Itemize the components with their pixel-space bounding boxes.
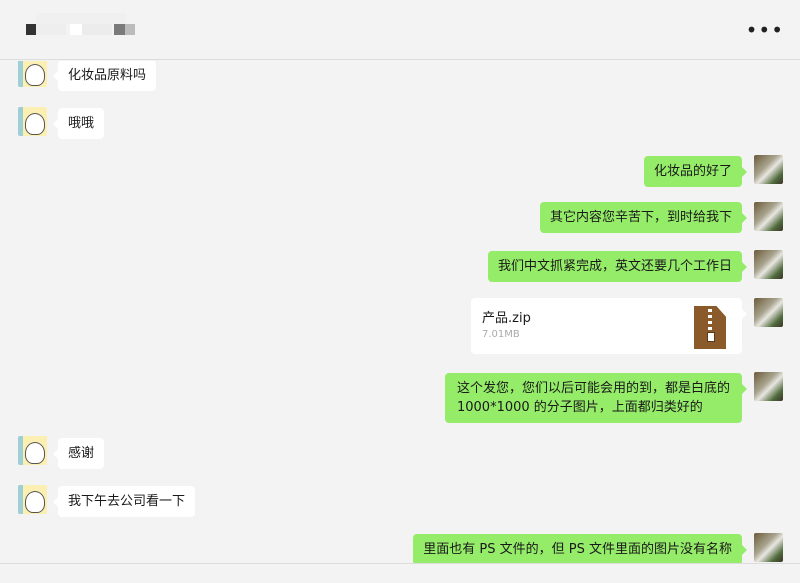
my-avatar[interactable] bbox=[754, 202, 783, 231]
contact-avatar[interactable] bbox=[18, 485, 47, 514]
message-bubble: 这个发您，您们以后可能会用的到，都是白底的 1000*1000 的分子图片，上面… bbox=[444, 373, 748, 423]
file-size: 7.01MB bbox=[482, 329, 520, 340]
message-bubble: 化妆品原料吗 bbox=[52, 61, 157, 91]
more-options-icon[interactable]: ••• bbox=[745, 18, 784, 42]
input-area[interactable] bbox=[0, 563, 800, 583]
my-avatar[interactable] bbox=[754, 372, 783, 401]
message-bubble: 感谢 bbox=[52, 438, 105, 469]
message-bubble: 我们中文抓紧完成，英文还要几个工作日 bbox=[487, 251, 748, 282]
message-bubble: 我下午去公司看一下 bbox=[52, 486, 196, 517]
message-list[interactable]: 化妆品原料吗 哦哦 化妆品的好了 其它内容您辛苦下，到时给我下 我们中文抓紧完成… bbox=[0, 61, 800, 563]
contact-avatar[interactable] bbox=[18, 107, 47, 136]
my-avatar[interactable] bbox=[754, 250, 783, 279]
message-bubble: 哦哦 bbox=[52, 108, 105, 139]
file-name: 产品.zip bbox=[482, 311, 531, 326]
message-bubble: 化妆品的好了 bbox=[643, 156, 748, 187]
chat-title-redacted bbox=[26, 13, 136, 35]
contact-avatar[interactable] bbox=[18, 61, 47, 87]
file-message[interactable]: 产品.zip 7.01MB bbox=[471, 298, 747, 354]
zip-file-icon bbox=[694, 306, 726, 349]
contact-avatar[interactable] bbox=[18, 436, 47, 465]
message-bubble: 其它内容您辛苦下，到时给我下 bbox=[539, 202, 748, 233]
message-line: 这个发您，您们以后可能会用的到，都是白底的 bbox=[456, 381, 730, 396]
message-bubble: 里面也有 PS 文件的，但 PS 文件里面的图片没有名称 bbox=[413, 534, 747, 563]
message-line: 1000*1000 的分子图片，上面都归类好的 bbox=[456, 400, 703, 415]
my-avatar[interactable] bbox=[754, 298, 783, 327]
my-avatar[interactable] bbox=[754, 155, 783, 184]
chat-header: ••• bbox=[0, 0, 800, 60]
my-avatar[interactable] bbox=[754, 533, 783, 562]
